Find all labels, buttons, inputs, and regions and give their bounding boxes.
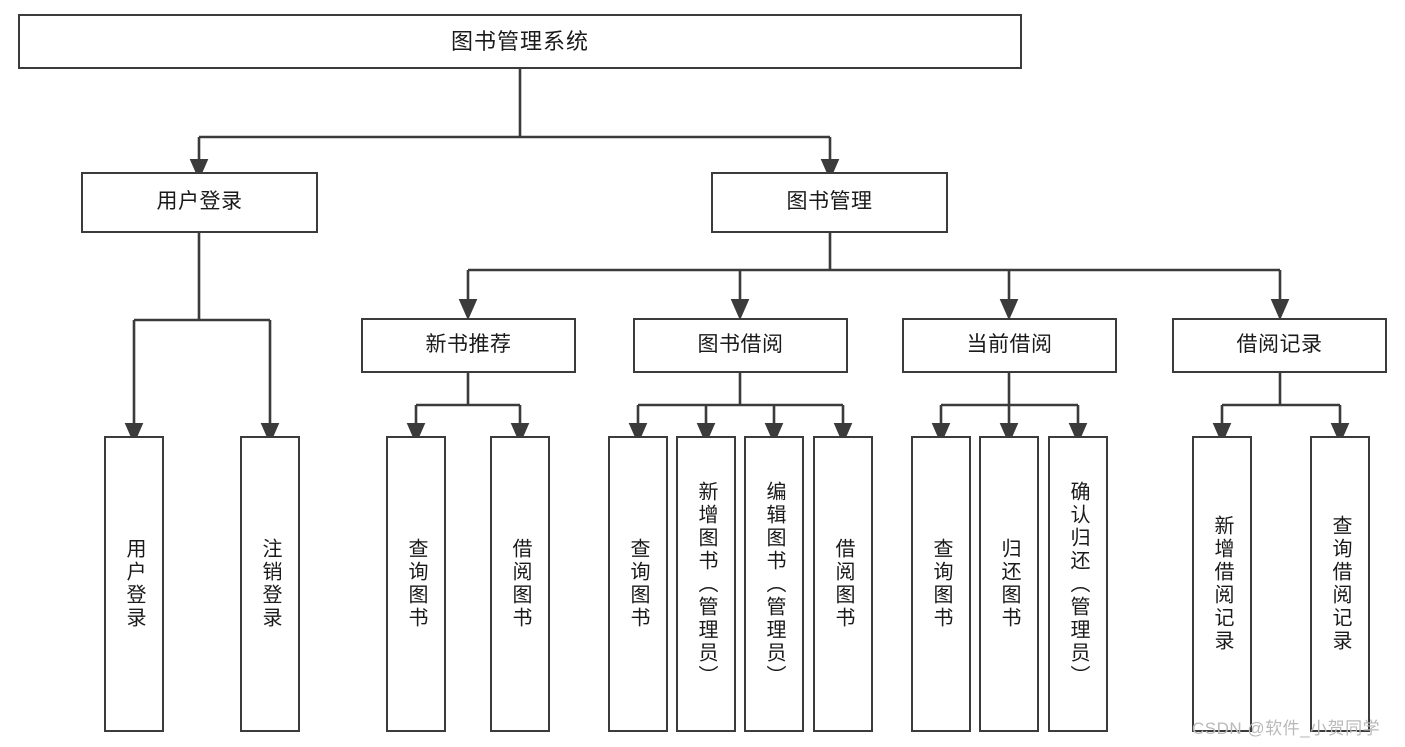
node-new-book-recommend[interactable]: 新书推荐 [361,318,576,373]
node-label: 新书推荐 [425,333,512,357]
node-current-borrow[interactable]: 当前借阅 [902,318,1117,373]
node-label: 图书管理 [786,190,873,214]
node-root-book-management-system[interactable]: 图书管理系统 [18,14,1022,69]
node-leaf-confirm-return-admin[interactable]: 确认归还（管理员） [1048,436,1108,732]
node-leaf-borrow-book-recommend[interactable]: 借阅图书 [490,436,550,732]
node-label: 归还图书 [998,538,1020,630]
node-label: 图书管理系统 [450,28,589,54]
node-label: 图书借阅 [697,333,784,357]
node-leaf-query-borrow-record[interactable]: 查询借阅记录 [1310,436,1370,732]
node-label: 当前借阅 [966,333,1053,357]
node-book-borrow[interactable]: 图书借阅 [633,318,848,373]
node-label: 编辑图书（管理员） [763,480,785,688]
node-label: 确认归还（管理员） [1067,480,1089,688]
node-book-management[interactable]: 图书管理 [711,172,948,233]
node-label: 用户登录 [123,538,145,630]
node-leaf-add-book-admin[interactable]: 新增图书（管理员） [676,436,736,732]
node-leaf-query-book-borrow[interactable]: 查询图书 [608,436,668,732]
node-label: 用户登录 [156,190,243,214]
node-leaf-edit-book-admin[interactable]: 编辑图书（管理员） [744,436,804,732]
node-label: 新增图书（管理员） [695,480,717,688]
node-label: 注销登录 [259,538,281,630]
node-label: 查询图书 [405,538,427,630]
node-label: 新增借阅记录 [1211,515,1233,653]
node-user-login[interactable]: 用户登录 [81,172,318,233]
node-label: 借阅记录 [1236,333,1323,357]
node-label: 借阅图书 [832,538,854,630]
node-label: 查询借阅记录 [1329,515,1351,653]
node-leaf-borrow-book[interactable]: 借阅图书 [813,436,873,732]
node-label: 查询图书 [930,538,952,630]
node-leaf-add-borrow-record[interactable]: 新增借阅记录 [1192,436,1252,732]
node-borrow-record[interactable]: 借阅记录 [1172,318,1387,373]
node-leaf-query-book-current[interactable]: 查询图书 [911,436,971,732]
node-label: 查询图书 [627,538,649,630]
node-leaf-query-book-recommend[interactable]: 查询图书 [386,436,446,732]
node-leaf-user-login[interactable]: 用户登录 [104,436,164,732]
node-leaf-logout[interactable]: 注销登录 [240,436,300,732]
node-label: 借阅图书 [509,538,531,630]
node-leaf-return-book[interactable]: 归还图书 [979,436,1039,732]
